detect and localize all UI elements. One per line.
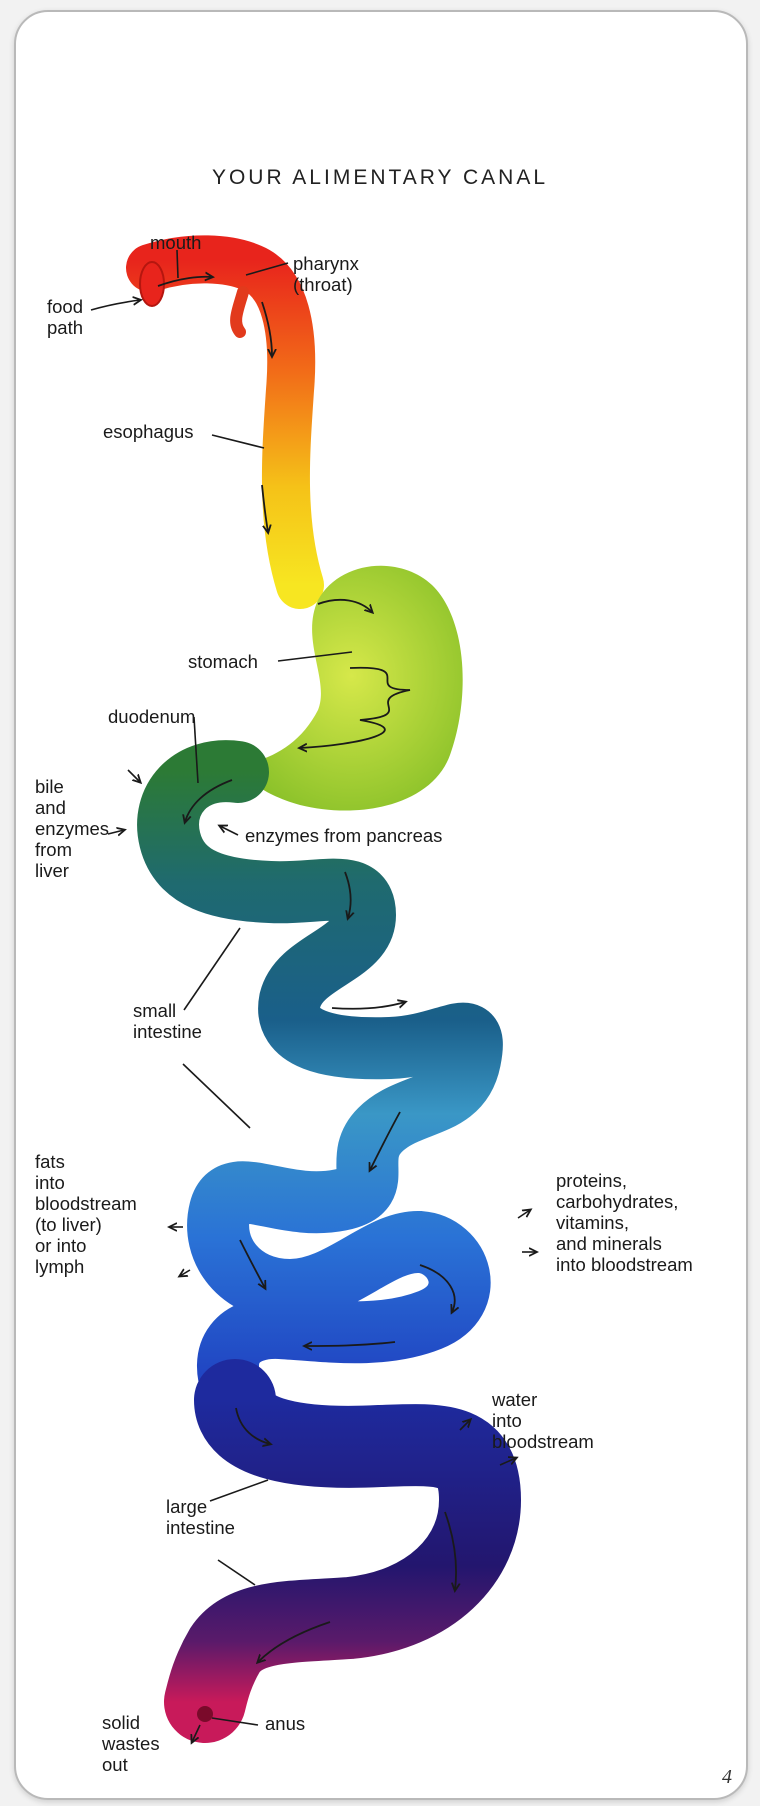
label-esophagus: esophagus (103, 421, 194, 442)
label-water: water into bloodstream (492, 1389, 594, 1452)
label-pancreas-enzymes: enzymes from pancreas (245, 825, 442, 846)
label-large-intestine: large intestine (166, 1496, 235, 1538)
stomach-organ (240, 566, 463, 811)
label-duodenum: duodenum (108, 706, 195, 727)
label-stomach: stomach (188, 651, 258, 672)
label-anus: anus (265, 1713, 305, 1734)
page-number: 4 (722, 1766, 732, 1789)
label-bile-enzymes: bile and enzymes from liver (35, 776, 109, 881)
label-fats: fats into bloodstream (to liver) or into… (35, 1151, 137, 1277)
label-small-intestine: small intestine (133, 1000, 202, 1042)
label-proteins: proteins, carbohydrates, vitamins, and m… (556, 1170, 693, 1275)
label-solid-wastes: solid wastes out (102, 1712, 160, 1775)
small-intestine-tube (168, 771, 472, 1395)
label-food-path: food path (47, 296, 83, 338)
label-pharynx: pharynx (throat) (293, 253, 359, 295)
diagram-title: YOUR ALIMENTARY CANAL (0, 166, 760, 190)
large-intestine-tube (197, 1400, 480, 1722)
label-mouth: mouth (150, 232, 201, 253)
